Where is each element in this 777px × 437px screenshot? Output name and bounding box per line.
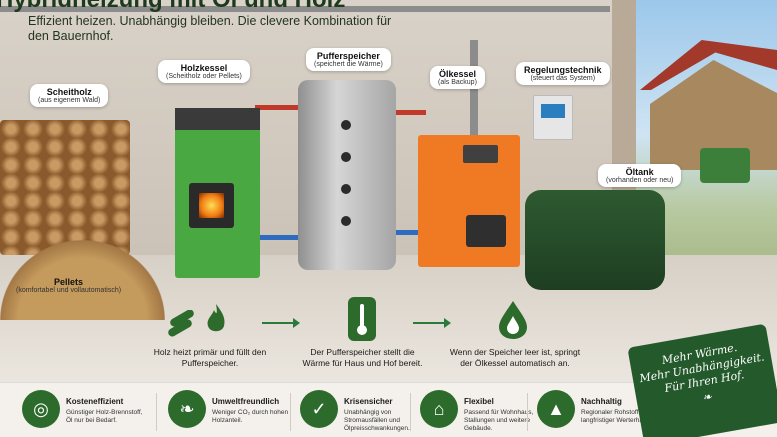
page-subtitle: Effizient heizen. Unabhängig bleiben. Di… <box>28 14 392 43</box>
label-name: Ölkessel <box>438 69 476 79</box>
header: Hybridheizung mit Öl und Holz Effizient … <box>0 0 430 46</box>
return-pipe <box>255 235 300 240</box>
label-scheitholz: Scheitholz (aus eigenem Wald) <box>30 84 109 107</box>
tree-icon: ▲ <box>537 390 575 428</box>
label-name: Holzkessel <box>180 63 228 73</box>
sensor-port <box>341 216 351 226</box>
feature-title: Krisensicher <box>344 397 393 406</box>
pellet-pile <box>0 240 165 320</box>
oil-boiler <box>418 135 520 267</box>
feature-desc: Passend für Wohnhaus, Stallungen und wei… <box>464 409 534 432</box>
oil-burner <box>466 215 506 247</box>
label-pufferspeicher: Pufferspeicher (speichert die Wärme) <box>306 48 391 71</box>
coins-icon: ◎ <box>22 390 60 428</box>
label-desc: (aus eigenem Wald) <box>38 97 101 104</box>
feature-title: Umweltfreundlich <box>212 397 280 406</box>
label-name: Pellets <box>54 277 84 287</box>
label-desc: (als Backup) <box>438 79 477 86</box>
label-name: Pufferspeicher <box>316 51 380 61</box>
label-desc: (speichert die Wärme) <box>314 61 383 68</box>
sensor-port <box>341 184 351 194</box>
feature-bar: ◎ Kosteneffizient Günstiger Holz-Brennst… <box>0 382 777 437</box>
label-desc: (komfortabel und vollautomatisch) <box>16 287 122 294</box>
label-name: Öltank <box>625 167 654 177</box>
flow-arrow <box>413 318 451 328</box>
label-desc: (steuert das System) <box>530 75 596 82</box>
wood-boiler-door <box>189 183 234 228</box>
feature-desc: Unabhängig von Stromausfällen und Ölprei… <box>344 409 410 432</box>
wood-boiler-top <box>175 108 260 130</box>
feature-desc: Günstiger Holz-Brennstoff, Öl nur bei Be… <box>66 409 143 424</box>
page-title: Hybridheizung mit Öl und Holz <box>0 0 345 14</box>
supply-pipe <box>396 110 426 115</box>
firewood-stack <box>0 120 130 255</box>
feature-title: Nachhaltig <box>581 397 622 406</box>
flow-step-2: Der Pufferspeicher stellt die Wärme für … <box>302 347 423 368</box>
flow-step-3: Wenn der Speicher leer ist, springt der … <box>449 347 581 368</box>
thermometer-icon <box>347 296 377 349</box>
feature-desc: Regionaler Rohstoff und langfristiger We… <box>581 409 651 424</box>
label-pellets: Pellets (komfortabel und vollautomatisch… <box>8 274 129 297</box>
feature-desc: Weniger CO₂ durch hohen Holzanteil. <box>212 409 289 424</box>
tractor <box>700 148 750 183</box>
oil-boiler-panel <box>463 145 498 163</box>
buffer-tank <box>298 80 396 270</box>
label-holzkessel: Holzkessel (Scheitholz oder Pellets) <box>158 60 250 83</box>
ceiling-pipe <box>0 6 610 12</box>
feature-title: Flexibel <box>464 397 494 406</box>
flow-step-1: Holz heizt primär und füllt den Puffersp… <box>153 347 267 368</box>
shield-check-icon: ✓ <box>300 390 338 428</box>
label-name: Regelungstechnik <box>524 65 602 75</box>
logs-icon <box>165 309 199 347</box>
label-regelungstechnik: Regelungstechnik (steuert das System) <box>516 62 610 85</box>
sensor-port <box>341 120 351 130</box>
house-icon: ⌂ <box>420 390 458 428</box>
leaf-icon: ❧ <box>168 390 206 428</box>
divider <box>156 393 157 431</box>
label-name: Scheitholz <box>46 87 92 97</box>
control-screen <box>541 104 565 118</box>
label-oeltank: Öltank (vorhanden oder neu) <box>598 164 682 187</box>
divider <box>410 393 411 431</box>
oil-tank <box>525 190 665 290</box>
label-desc: (vorhanden oder neu) <box>606 177 674 184</box>
control-unit <box>533 95 573 140</box>
return-pipe <box>396 230 426 235</box>
supply-pipe <box>255 105 300 110</box>
oil-drop-icon <box>498 300 528 347</box>
label-desc: (Scheitholz oder Pellets) <box>166 73 242 80</box>
label-oelkessel: Ölkessel (als Backup) <box>430 66 485 89</box>
flame-icon <box>204 302 228 343</box>
flow-arrow <box>262 318 300 328</box>
wood-boiler <box>175 108 260 278</box>
feature-title: Kosteneffizient <box>66 397 124 406</box>
fire-icon <box>199 193 224 218</box>
sensor-port <box>341 152 351 162</box>
divider <box>290 393 291 431</box>
divider <box>527 393 528 431</box>
